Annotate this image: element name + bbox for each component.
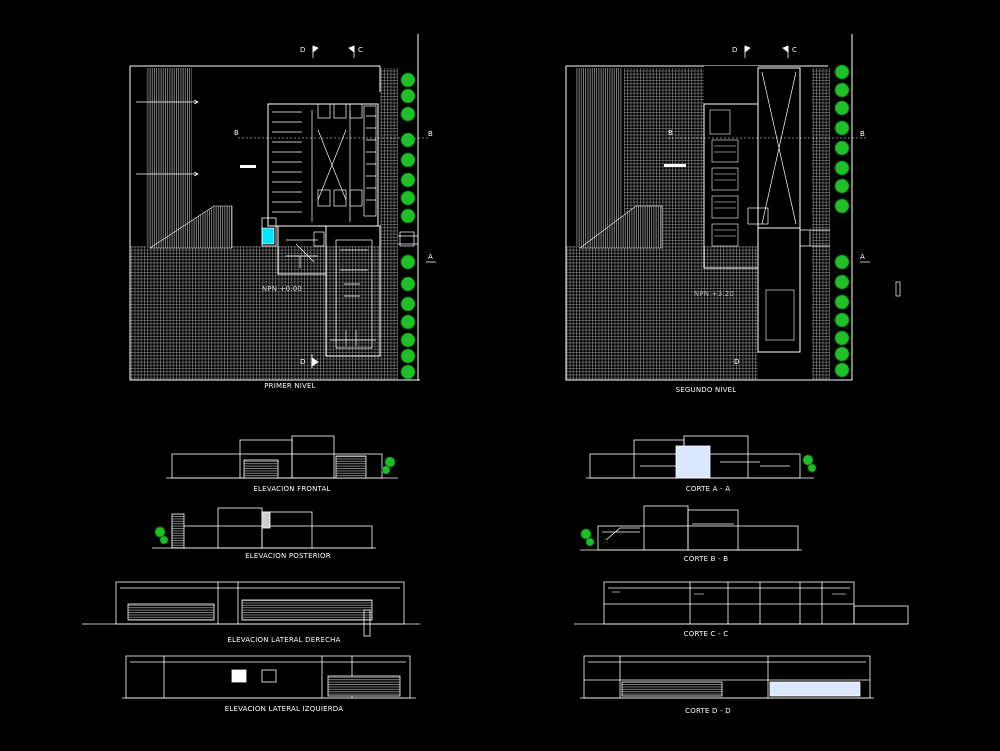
stair-core-2 — [757, 227, 801, 353]
cut-d-drawing — [580, 655, 874, 699]
site-outline-2 — [565, 34, 853, 381]
cut-a-drawing — [586, 435, 817, 479]
flag-c-top-2 — [782, 45, 789, 58]
flag-d-bottom — [311, 354, 319, 368]
desks — [709, 109, 739, 247]
site-outline — [129, 34, 420, 381]
marker-b-left-1: B — [234, 129, 239, 137]
elevation-left-label: ELEVACION LATERAL IZQUIERDA — [224, 705, 344, 713]
marker-c-top-2: C — [792, 46, 797, 54]
first-level-title: PRIMER NIVEL — [264, 382, 316, 390]
cut-b-drawing — [580, 505, 802, 551]
building-block-3 — [277, 225, 327, 275]
elevation-left-drawing — [122, 655, 416, 699]
elevation-right-label: ELEVACION LATERAL DERECHA — [227, 636, 341, 644]
site-hatch-main — [566, 246, 758, 380]
flag-d-top-2 — [744, 45, 751, 58]
flag-c-top — [348, 45, 355, 58]
marker-b-right-1: B — [428, 130, 433, 138]
cut-a-label: CORTE A - A — [685, 485, 731, 493]
marker-d-bottom-1: D — [300, 358, 306, 366]
second-level-npn: NPN +3.20 — [693, 290, 735, 298]
section-a-right — [398, 235, 436, 263]
stair-2 — [579, 205, 663, 249]
first-level-npn: NPN +0.00 — [261, 285, 303, 293]
site-hatch-strip — [380, 68, 398, 380]
trees-second — [834, 64, 850, 378]
cut-b-label: CORTE B - B — [683, 555, 729, 563]
trees-first — [400, 72, 416, 380]
elevation-back-drawing — [152, 507, 376, 549]
marker-d-bottom-2: D — [734, 358, 740, 366]
marker-b-left-2: B — [668, 129, 673, 137]
plan-title-box — [240, 165, 256, 168]
bridge — [800, 229, 830, 247]
second-level-plan — [565, 34, 901, 381]
marker-d-top-1: D — [300, 46, 306, 54]
interior-lines — [286, 231, 376, 349]
side-marker — [895, 281, 901, 297]
elevation-front-drawing — [166, 435, 398, 479]
marker-a-right-1: A — [428, 253, 433, 261]
first-level-plan — [129, 34, 436, 381]
classroom-block — [703, 103, 759, 269]
cut-c-drawing — [574, 581, 909, 625]
site-hatch-right — [812, 68, 830, 380]
elevation-right-drawing — [82, 581, 420, 637]
marker-c-top-1: C — [358, 46, 363, 54]
stair-hatch — [148, 205, 233, 249]
elevation-back-label: ELEVACION POSTERIOR — [245, 552, 331, 560]
elevation-front-label: ELEVACION FRONTAL — [253, 485, 331, 493]
void-block — [704, 66, 758, 246]
building-block-2 — [325, 225, 381, 357]
marker-b-right-2: B — [860, 130, 865, 138]
cut-c-label: CORTE C - C — [683, 630, 729, 638]
parking-stripes — [272, 103, 377, 222]
ramp-hatch — [146, 68, 192, 248]
site-hatch-lower — [130, 246, 380, 380]
ramp-lines-2 — [576, 68, 622, 248]
marker-d-top-2: D — [732, 46, 738, 54]
marker-a-right-2: A — [860, 253, 865, 261]
second-level-title: SEGUNDO NIVEL — [675, 386, 737, 394]
cut-d-label: CORTE D - D — [685, 707, 731, 715]
arrows-ramp — [136, 99, 199, 177]
highlight-stair — [261, 227, 275, 245]
flag-d-top — [312, 45, 319, 58]
